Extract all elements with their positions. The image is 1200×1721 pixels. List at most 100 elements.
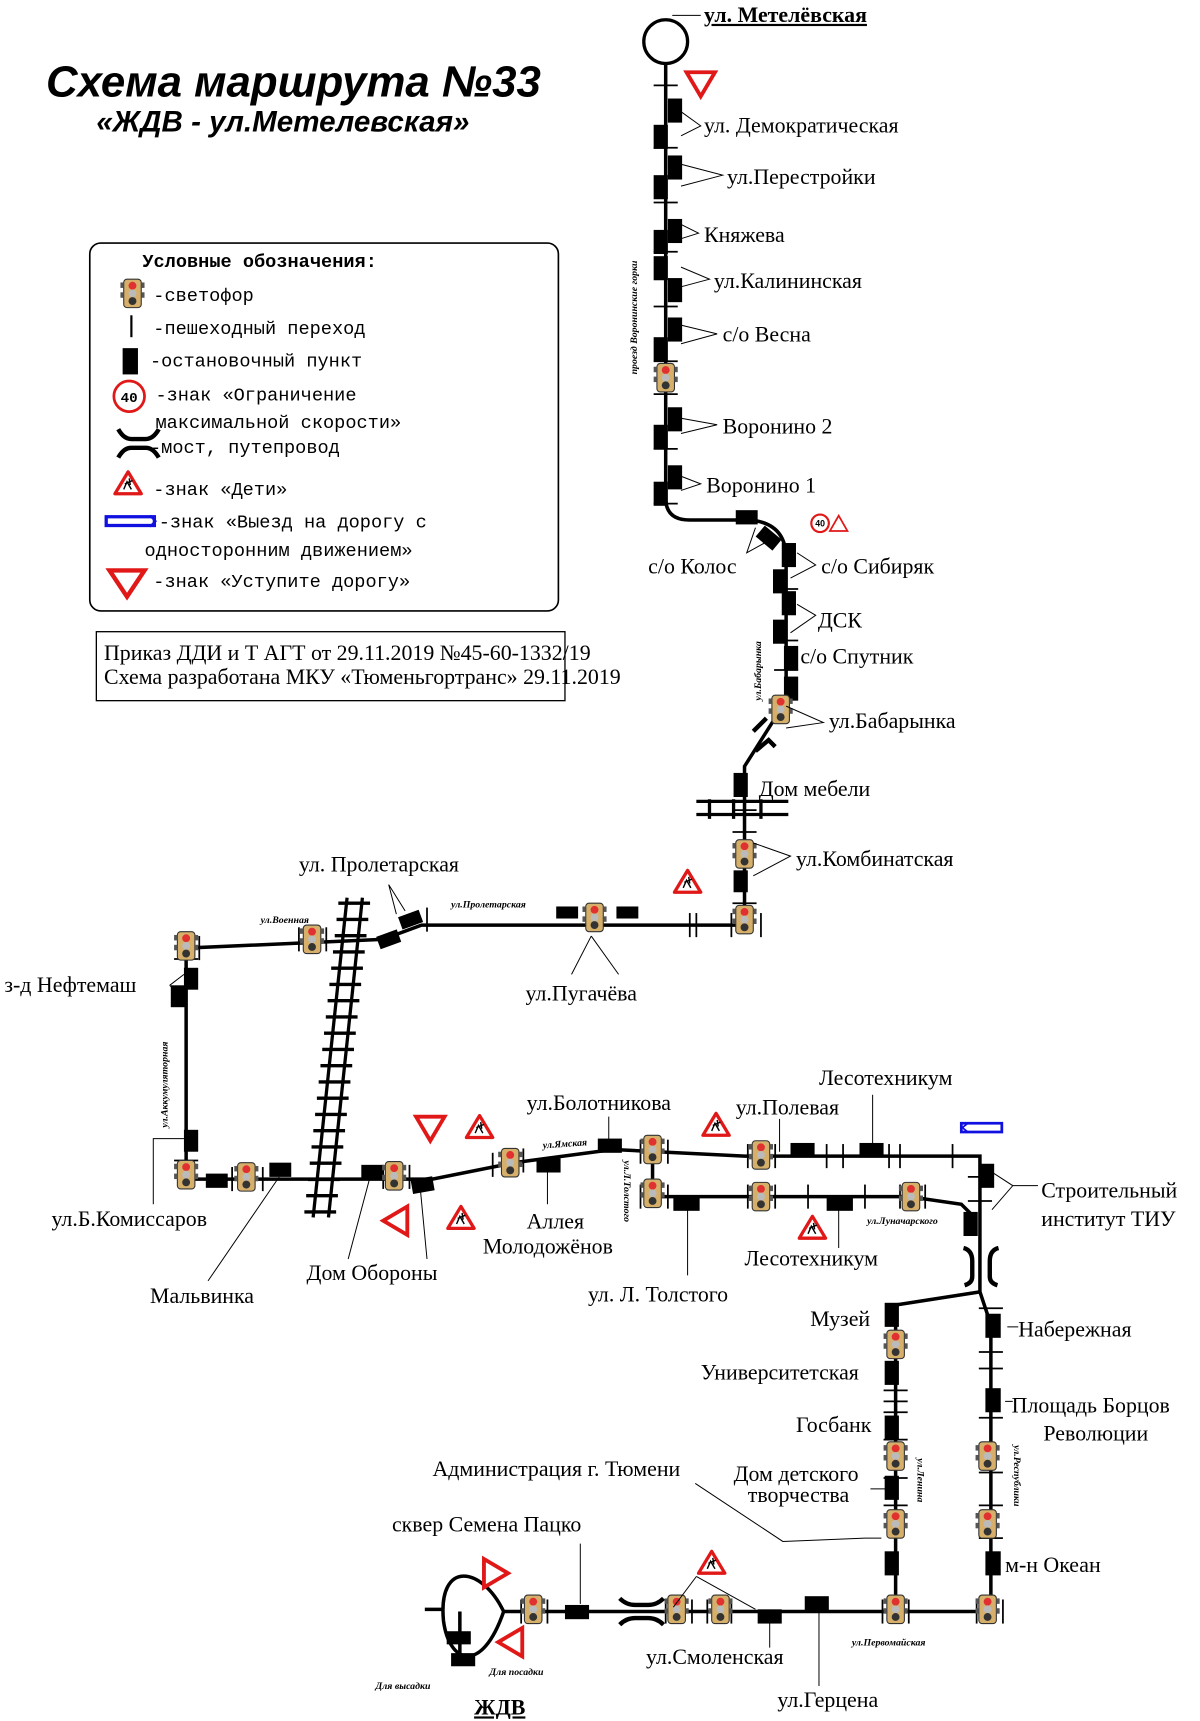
stop-label: Для посадки [488,1667,544,1678]
stop-label: Революции [1043,1421,1148,1446]
bus-stop [783,645,799,671]
stop-label: Университетская [701,1359,859,1384]
bus-stop [985,1551,1001,1576]
bus-stop [963,1211,978,1237]
stop-label: ул.Смоленская [646,1644,784,1669]
traffic-light-icon [707,1594,734,1625]
bus-stop [451,1653,476,1667]
children-sign-icon [701,1111,731,1137]
bus-stop [985,1313,1001,1338]
street-label: ул.Л.Толстого [621,1159,632,1222]
legend: Условные обозначения: -светофор -пешеход… [88,242,560,612]
traffic-light-icon [731,904,758,935]
children-sign-icon [696,1549,727,1575]
bus-stop [410,1176,435,1195]
bus-stop [757,1609,782,1624]
bus-stop [781,591,796,616]
order-line: Схема разработана МКУ «Тюменьгортранс» 2… [104,664,621,689]
stop-label: Площадь Борцов [1012,1392,1170,1417]
traffic-light-icon [731,839,758,869]
speed-limit-icon: 40 [112,379,146,414]
bus-stop [979,1163,995,1188]
stop-label: ул. Л. Толстого [588,1282,728,1307]
terminal-label-zhdv: ЖДВ [474,1694,525,1719]
bus-stop [673,1195,700,1211]
bus-stop [361,1164,384,1180]
bus-stop [653,124,668,149]
railway-crossing-mark [696,799,789,819]
traffic-light-icon [974,1509,1001,1539]
stop-label: с/о Спутник [800,643,913,668]
stop-label: институт ТИУ [1041,1206,1176,1231]
page-title: Схема маршрута №33 [46,57,541,106]
railway [304,897,371,1218]
legend-item: максимальной скорости» [155,413,401,434]
stop-label: Лесотехникум [745,1246,879,1271]
bus-stop [269,1162,292,1177]
stop-label: сквер Семена Пацко [392,1512,581,1537]
bus-stop [183,967,199,990]
children-sign-icon [464,1113,495,1140]
bus-stop [564,1604,590,1620]
bus-stop [985,1388,1001,1413]
street-label: проезд Воронинские горки [629,260,640,374]
curve-warning-icon [828,513,849,532]
yield-sign-icon [684,70,717,99]
stop-label: Администрация г. Тюмени [432,1456,680,1481]
bus-stop [205,1173,228,1188]
street-label: ул.Бабарынка [753,641,764,702]
yield-sign-icon [482,1557,510,1590]
yield-sign-icon [381,1204,410,1237]
terminal-circle [642,18,690,66]
legend-item: -знак «Выезд на дорогу с [159,513,427,534]
traffic-light-icon [639,1134,666,1165]
traffic-light-icon [233,1162,259,1192]
stop-label: Княжева [704,222,785,247]
stop-label: Музей [810,1306,870,1331]
stop-label: ул.Герцена [777,1687,878,1712]
stop-label: Для высадки [375,1681,431,1692]
one-way-exit-sign-icon [104,514,158,528]
yield-sign-icon [414,1114,447,1143]
street-label: ул.Аккумуляторная [160,1042,171,1129]
legend-item: односторонним движением» [145,541,413,562]
bus-stop [446,1631,471,1645]
bus-stop [884,1551,899,1576]
bus-stop [735,510,758,525]
stop-label: творчества [748,1482,850,1507]
stop-label: ул.Б.Комиссаров [51,1206,207,1231]
legend-item: -знак «Уступите дорогу» [153,572,410,593]
bus-stop-icon [122,348,138,375]
bus-stop [667,98,683,123]
street-label: ул.Ленина [915,1457,926,1502]
stop-label: Набережная [1018,1317,1131,1342]
bus-stop [667,407,683,432]
stop-label: ул.Комбинатская [796,846,954,871]
bus-stop [183,1129,199,1152]
bus-stop [667,218,683,244]
stop-label: Аллея [527,1208,584,1233]
traffic-light-icon [581,902,608,933]
stop-label: ДСК [818,607,863,632]
bus-stop [667,278,683,303]
stop-label: ул.Перестройки [727,164,876,189]
bus-stop [536,1158,561,1173]
bus-stop [755,525,782,551]
crosswalks [174,84,1004,1624]
bus-stop [653,175,668,200]
stop-label: Молодожёнов [483,1234,613,1259]
traffic-light-icon [883,1509,909,1539]
street-label: ул.Ямская [542,1137,588,1151]
traffic-light-icon [119,278,146,309]
legend-item: -остановочный пункт [150,352,362,373]
bus-stop [884,1360,899,1385]
bus-stop [790,1142,815,1158]
bus-stop [783,676,799,701]
stop-label: ул. Пролетарская [299,851,459,876]
children-sign-icon [797,1214,828,1240]
street-label: ул.Военная [260,915,309,926]
bus-stop [884,1302,899,1327]
bridge-icon [116,428,161,459]
traffic-light-icon [173,931,199,961]
